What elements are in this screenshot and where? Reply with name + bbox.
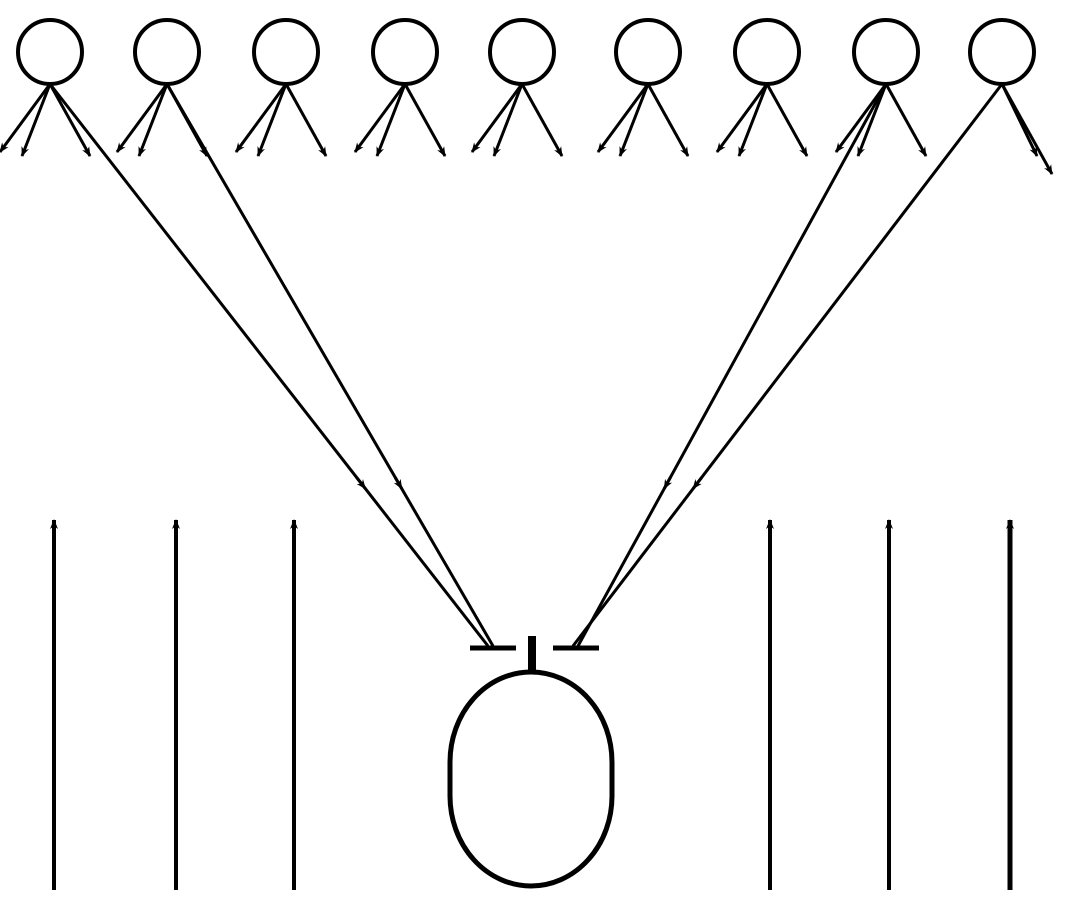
neuron-circle-6: [614, 18, 682, 86]
branch-arrow-1-3: [48, 83, 92, 157]
neuron-circle-7: [733, 18, 801, 86]
branch-arrow-7-2: [737, 83, 769, 157]
branch-arrow-5-3: [520, 83, 564, 157]
branch-arrow-4-3: [403, 83, 447, 157]
branch-arrow-8-1: [834, 83, 888, 153]
neuron-circle-8: [852, 18, 920, 86]
neuron-circle-3: [252, 18, 320, 86]
branch-arrow-3-1: [234, 83, 288, 153]
branch-arrow-1-2: [20, 83, 52, 157]
projection-arrowhead-8: [662, 476, 673, 490]
top-neuron-row: [0, 18, 1054, 175]
projection-line-1: [48, 83, 490, 647]
branch-arrow-6-1: [596, 83, 650, 153]
branch-arrow-1-1: [0, 83, 52, 153]
branch-arrow-7-1: [715, 83, 769, 153]
branch-arrow-4-2: [375, 83, 407, 157]
neuron-circle-1: [16, 18, 84, 86]
branch-arrow-5-2: [492, 83, 524, 157]
projection-line-9: [571, 83, 1004, 647]
projection-line-2: [165, 83, 495, 647]
center-neuron-group: [447, 636, 615, 889]
branch-arrow-2-2: [137, 83, 169, 157]
branch-arrow-6-3: [646, 83, 690, 157]
projection-arrowhead-1: [355, 476, 367, 490]
branch-arrow-8-2: [856, 83, 888, 157]
branch-arrow-6-2: [618, 83, 650, 157]
branch-arrow-3-2: [256, 83, 288, 157]
projection-line-8: [576, 83, 888, 647]
projection-lines: [48, 83, 1004, 647]
neuron-circle-4: [371, 18, 439, 86]
branch-arrow-2-1: [115, 83, 169, 153]
projection-arrowhead-2: [393, 476, 404, 490]
projection-arrowhead-9: [691, 476, 703, 490]
center-neuron-body: [447, 669, 615, 889]
neuron-circle-5: [488, 18, 556, 86]
neuron-circle-2: [133, 18, 201, 86]
branch-arrow-4-1: [353, 83, 407, 153]
upward-arrow-group: [50, 519, 1014, 890]
branch-arrow-8-3: [884, 83, 928, 157]
branch-arrow-5-1: [470, 83, 524, 153]
branch-arrow-3-3: [284, 83, 328, 157]
branch-arrow-7-3: [765, 83, 809, 157]
branch-arrow-9-2: [1000, 83, 1054, 175]
neuron-circle-9: [968, 18, 1036, 86]
